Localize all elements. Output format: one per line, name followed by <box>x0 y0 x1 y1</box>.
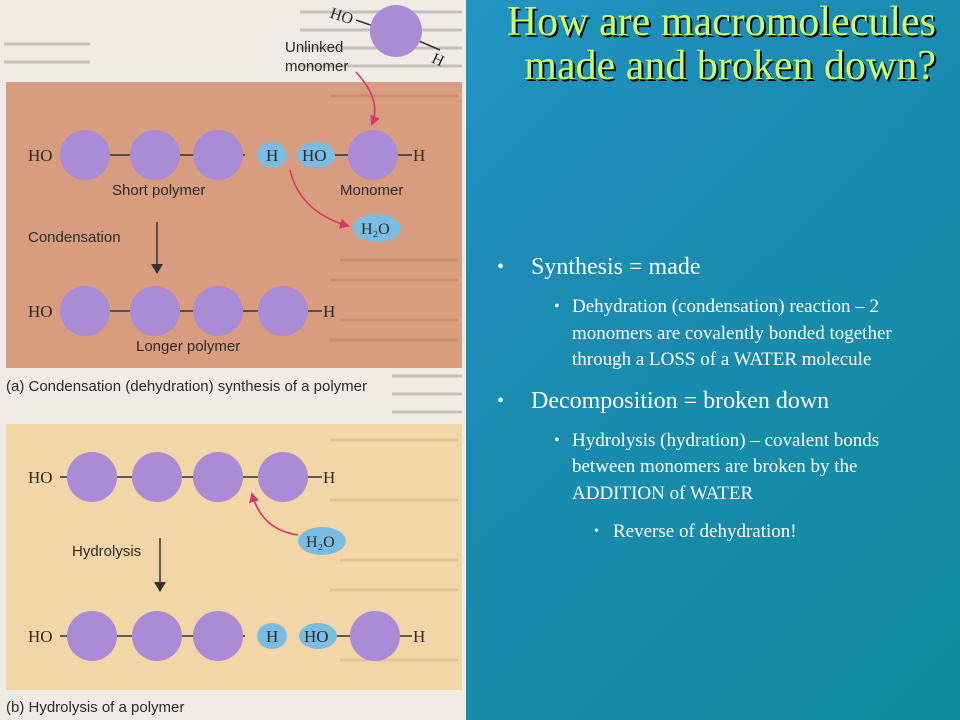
row3-ho-label: HO <box>28 468 53 487</box>
row2-monomer-3 <box>193 286 243 336</box>
row3-monomer-3 <box>193 452 243 502</box>
row2-end-h-label: H <box>323 302 335 321</box>
bullet-hydrolysis-text: Hydrolysis (hydration) – covalent bonds … <box>572 429 880 504</box>
panel-a-faint-text <box>330 94 458 342</box>
row3-monomer-4 <box>258 452 308 502</box>
unlinked-label-line1: Unlinked <box>285 39 343 56</box>
row1-h-group <box>257 142 287 168</box>
row1-ho-group <box>297 142 335 168</box>
h2o-added <box>298 527 346 555</box>
row2-ho-label: HO <box>28 302 53 321</box>
row4-ho-label: HO <box>28 627 53 646</box>
unlinked-monomer-sphere <box>370 5 422 57</box>
unlinked-monomer: HO H Unlinked monomer <box>285 5 447 126</box>
h2o-added-label: H₂O <box>306 534 335 551</box>
row2-monomer-2 <box>130 286 180 336</box>
bullet-decomposition: • Decomposition = broken down <box>497 386 947 416</box>
row4-h-label: H <box>266 627 278 646</box>
polymer-reaction-figure: HO H Unlinked monomer HO H HO H Short po… <box>0 0 466 720</box>
row4-h-group <box>257 623 287 649</box>
row1-end-h-label: H <box>413 146 425 165</box>
row1-ho-label: HO <box>28 146 53 165</box>
unlinked-to-monomer-arrow <box>355 71 380 126</box>
row4-monomer-1 <box>67 611 117 661</box>
row1-monomer-3 <box>193 130 243 180</box>
monomer-label: Monomer <box>340 182 403 199</box>
row4-end-h-label: H <box>413 627 425 646</box>
row3-end-h-label: H <box>323 468 335 487</box>
water-release-arrow <box>289 169 350 229</box>
bullet-dehydration: • Dehydration (condensation) reaction – … <box>497 294 947 374</box>
row4-monomer-3 <box>193 611 243 661</box>
bullet-reverse: • Reverse of dehydration! <box>497 519 947 545</box>
h2o-released-label: H₂O <box>361 221 390 238</box>
bullet-dot: • <box>497 389 505 412</box>
row4-ho-group <box>299 623 337 649</box>
h2o-released <box>353 214 401 242</box>
row-hydrolysis-products: HO H HO H <box>28 611 425 661</box>
longer-polymer-label: Longer polymer <box>136 338 240 355</box>
bullet-dot: • <box>554 431 560 449</box>
bullet-synthesis: • Synthesis = made <box>497 252 947 282</box>
bullet-dot: • <box>594 524 599 539</box>
short-polymer-label: Short polymer <box>112 182 205 199</box>
row-short-polymer: HO H HO H Short polymer Monomer <box>28 130 425 199</box>
bullet-hydrolysis: • Hydrolysis (hydration) – covalent bond… <box>497 428 947 508</box>
slide-title: How are macromolecules made and broken d… <box>506 0 936 89</box>
row-polymer-before-hydrolysis: HO H <box>28 452 335 502</box>
row-longer-polymer: HO H Longer polymer <box>28 286 335 355</box>
condensation-label: Condensation <box>28 229 121 246</box>
caption-a: (a) Condensation (dehydration) synthesis… <box>6 378 367 395</box>
row4-monomer-2 <box>132 611 182 661</box>
row3-monomer-2 <box>132 452 182 502</box>
caption-b: (b) Hydrolysis of a polymer <box>6 699 184 716</box>
row4-ho-group-label: HO <box>304 627 329 646</box>
water-addition-arrow <box>249 492 299 536</box>
row3-monomer-1 <box>67 452 117 502</box>
bullet-dot: • <box>554 298 560 315</box>
row1-new-monomer <box>348 130 398 180</box>
bullet-dehydration-text: Dehydration (condensation) reaction – 2 … <box>572 296 892 370</box>
row4-released-monomer <box>350 611 400 661</box>
hydrolysis-label: Hydrolysis <box>72 543 141 560</box>
bullet-reverse-text: Reverse of dehydration! <box>613 521 797 542</box>
bullet-dot: • <box>497 256 505 278</box>
unlinked-ho-label: HO <box>328 5 355 28</box>
row1-monomer-1 <box>60 130 110 180</box>
row2-monomer-4 <box>258 286 308 336</box>
row1-monomer-2 <box>130 130 180 180</box>
row1-ho-group-label: HO <box>302 146 327 165</box>
bullet-synthesis-text: Synthesis = made <box>531 254 701 280</box>
row2-monomer-1 <box>60 286 110 336</box>
slide-bullets: • Synthesis = made • Dehydration (conden… <box>497 252 947 545</box>
panel-b-faint-text <box>330 438 458 662</box>
bullet-decomposition-text: Decomposition = broken down <box>531 387 830 414</box>
unlinked-label-line2: monomer <box>285 58 348 75</box>
row1-h-label: H <box>266 146 278 165</box>
